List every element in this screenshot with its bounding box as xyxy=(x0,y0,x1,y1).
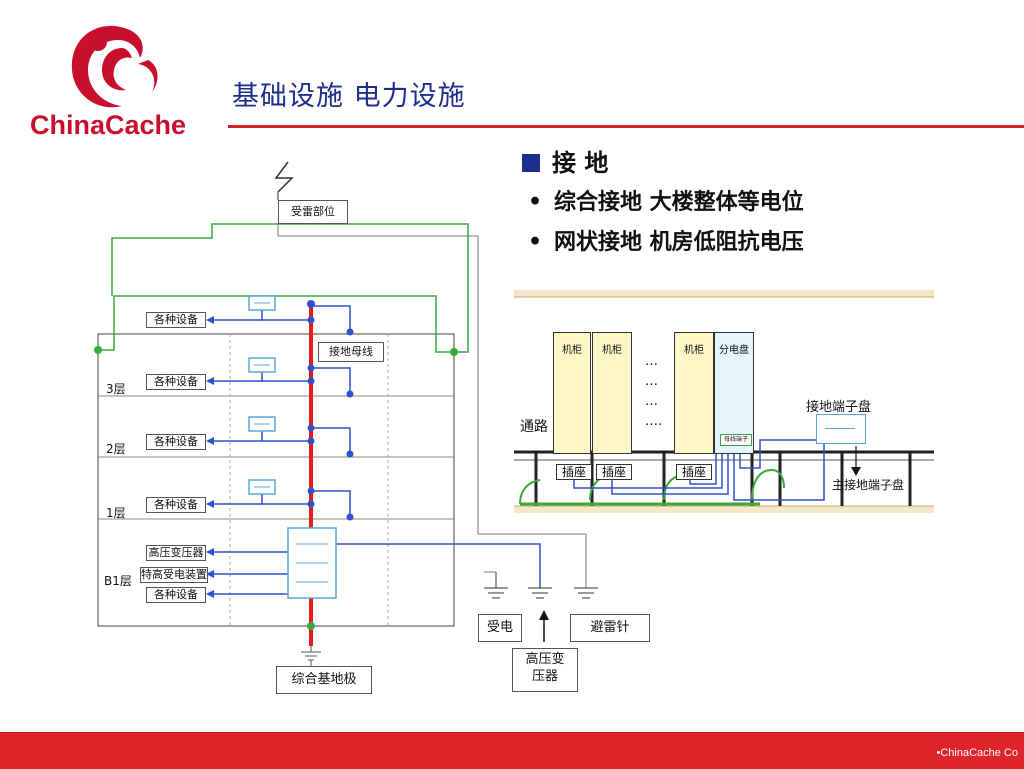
terminal-block xyxy=(816,414,866,444)
equipment-label: 各种设备 xyxy=(146,374,206,390)
socket: 插座 xyxy=(676,464,712,480)
cabinet: 机柜 xyxy=(674,332,714,454)
busbar-label: 接地母线 xyxy=(318,342,384,362)
ellipsis-text: …. xyxy=(645,414,663,429)
logo-swirl-icon xyxy=(71,25,158,108)
lightning-part-label: 受雷部位 xyxy=(278,200,348,224)
corridor-label: 通路 xyxy=(520,419,548,435)
receive-power-label: 受电 xyxy=(478,614,522,642)
building-outline xyxy=(97,333,455,627)
footer-text: •ChinaCache Co xyxy=(936,747,1018,759)
small-busbar-terminal: 母线端子 xyxy=(720,434,752,446)
bullet-item: •网状接地 机房低阻抗电压 xyxy=(528,229,804,255)
ellipsis-text: … xyxy=(645,354,658,369)
logo-text: ChinaCache xyxy=(30,110,187,140)
cabinet: 机柜 xyxy=(592,332,632,454)
socket: 插座 xyxy=(596,464,632,480)
lightning-rod-label: 避雷针 xyxy=(570,614,650,642)
distribution-panel: 分电盘 xyxy=(714,332,754,454)
cabinet: 机柜 xyxy=(553,332,591,454)
lightning-icon xyxy=(274,161,294,193)
main-terminal-label: 主接地端子盘 xyxy=(832,478,905,492)
floor-label: 2层 xyxy=(106,442,126,456)
socket: 插座 xyxy=(556,464,592,480)
floor-label: 3层 xyxy=(106,382,126,396)
hv-transformer-label: 高压变 压器 xyxy=(512,648,578,692)
bullet-heading: 接 地 xyxy=(522,144,952,182)
equipment-label: 各种设备 xyxy=(146,497,206,513)
bullet-list: 接 地 •综合接地 大楼整体等电位 •网状接地 机房低阻抗电压 xyxy=(522,144,952,262)
page-title: 基础设施 电力设施 xyxy=(232,81,466,112)
b1-device-label: 各种设备 xyxy=(146,587,206,603)
equipment-label: 各种设备 xyxy=(146,312,206,328)
footer-bar xyxy=(0,732,1024,769)
logo xyxy=(60,18,170,118)
floor-label: B1层 xyxy=(104,574,132,588)
b1-device-label: 高压变压器 xyxy=(146,545,206,561)
title-rule xyxy=(228,125,1024,128)
square-bullet-icon xyxy=(522,154,540,172)
ellipsis-text: … xyxy=(645,374,658,389)
b1-device-label: 特高受电装置 xyxy=(140,567,208,583)
terminal-block-label: 接地端子盘 xyxy=(806,400,872,415)
floor-label: 1层 xyxy=(106,506,126,520)
ground-electrode-label: 综合基地极 xyxy=(276,666,372,694)
equipment-label: 各种设备 xyxy=(146,434,206,450)
ellipsis-text: … xyxy=(645,394,658,409)
bullet-item: •综合接地 大楼整体等电位 xyxy=(528,189,804,215)
